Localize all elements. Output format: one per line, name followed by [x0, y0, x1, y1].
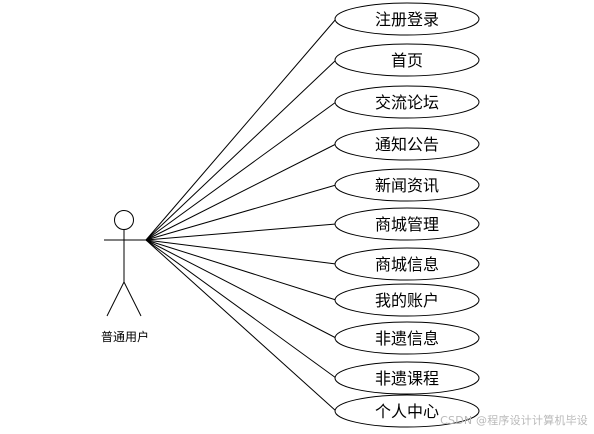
association-line	[145, 18, 337, 241]
use-case-label: 商城管理	[375, 215, 439, 234]
actor-left-leg	[106, 281, 125, 317]
watermark: CSDN @程序设计计算机毕设	[440, 414, 588, 427]
use-case-label: 商城信息	[375, 255, 439, 274]
use-case-label: 首页	[391, 51, 423, 70]
use-case-ellipse	[334, 127, 480, 161]
use-case-ellipse	[334, 85, 480, 119]
association-line	[145, 239, 337, 412]
use-case-ellipse	[334, 168, 480, 202]
association-line	[145, 239, 337, 301]
use-case-ellipse	[334, 283, 480, 317]
association-line	[145, 59, 337, 241]
use-case: 商城信息	[334, 247, 480, 281]
use-case: 新闻资讯	[334, 168, 480, 202]
use-case-label: 新闻资讯	[375, 176, 439, 195]
use-case: 非遗课程	[334, 361, 480, 395]
use-case: 首页	[334, 43, 480, 77]
use-case: 交流论坛	[334, 85, 480, 119]
use-case-ellipse	[334, 207, 480, 241]
use-case-label: 注册登录	[375, 10, 439, 29]
actor-figure	[104, 210, 146, 317]
use-case-label: 我的账户	[375, 291, 439, 310]
use-case-label: 交流论坛	[375, 93, 439, 112]
association-line	[145, 101, 337, 241]
use-case-label: 非遗信息	[375, 329, 439, 348]
use-case-label: 个人中心	[375, 402, 439, 421]
use-case-ellipse	[334, 247, 480, 281]
use-case: 通知公告	[334, 127, 480, 161]
use-case-ellipse	[334, 361, 480, 395]
association-line	[145, 239, 337, 265]
use-case: 我的账户	[334, 283, 480, 317]
use-case-ellipse	[334, 2, 480, 36]
use-case-ellipse	[334, 394, 480, 428]
use-case: 商城管理	[334, 207, 480, 241]
use-case: 注册登录	[334, 2, 480, 36]
actor-head	[114, 210, 134, 230]
use-case-label: 通知公告	[375, 135, 439, 154]
use-case: 个人中心	[334, 394, 480, 428]
use-case-label: 非遗课程	[375, 369, 439, 388]
association-line	[145, 143, 337, 241]
use-case-ellipse	[334, 43, 480, 77]
use-case: 非遗信息	[334, 321, 480, 355]
association-line	[145, 184, 337, 241]
use-case-list: 注册登录首页交流论坛通知公告新闻资讯商城管理商城信息我的账户非遗信息非遗课程个人…	[334, 2, 480, 428]
association-line	[145, 239, 337, 339]
association-line	[145, 239, 337, 379]
actor-right-leg	[123, 281, 142, 317]
association-lines	[145, 18, 337, 412]
actor-label: 普通用户	[101, 329, 149, 344]
use-case-ellipse	[334, 321, 480, 355]
association-line	[145, 223, 337, 241]
